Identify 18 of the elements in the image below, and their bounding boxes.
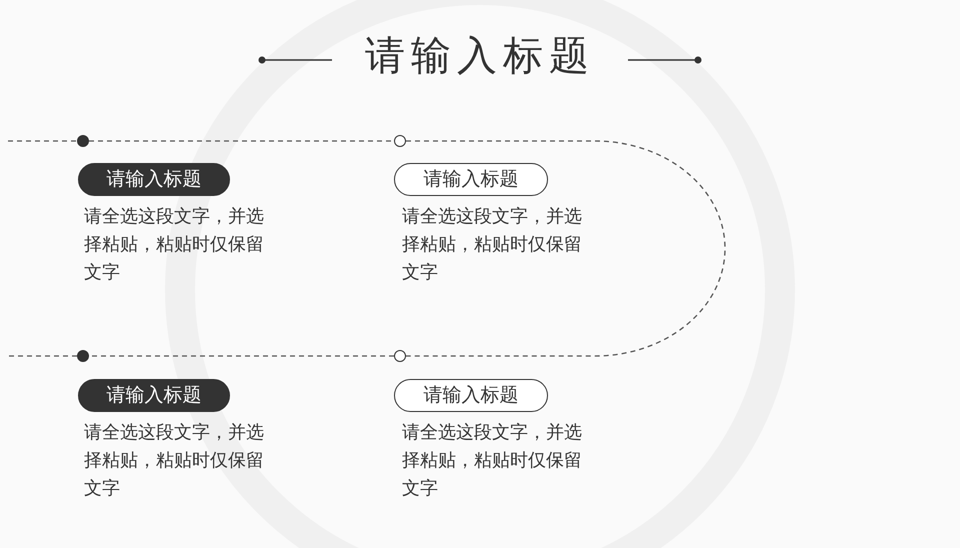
heading-label: 请输入标题 — [394, 163, 548, 196]
slide-title: 请输入标题 — [364, 32, 596, 81]
heading-label: 请输入标题 — [394, 379, 548, 412]
description-text: 请全选这段文字，并选择粘贴，粘贴时仅保留文字 — [84, 421, 265, 501]
timeline-dot — [77, 350, 89, 362]
dashed-connector — [89, 355, 394, 357]
description-text: 请全选这段文字，并选择粘贴，粘贴时仅保留文字 — [84, 205, 265, 285]
heading-label: 请输入标题 — [78, 163, 230, 196]
dashed-connector — [8, 355, 77, 357]
description-text: 请全选这段文字，并选择粘贴，粘贴时仅保留文字 — [402, 421, 583, 501]
description-text: 请全选这段文字，并选择粘贴，粘贴时仅保留文字 — [402, 205, 583, 285]
dashed-connector — [89, 140, 394, 142]
timeline-dot — [394, 350, 406, 362]
dashed-connector — [406, 140, 726, 357]
timeline-dot — [394, 135, 406, 147]
heading-label: 请输入标题 — [78, 379, 230, 412]
dashed-connector — [8, 140, 77, 142]
timeline-dot — [77, 135, 89, 147]
